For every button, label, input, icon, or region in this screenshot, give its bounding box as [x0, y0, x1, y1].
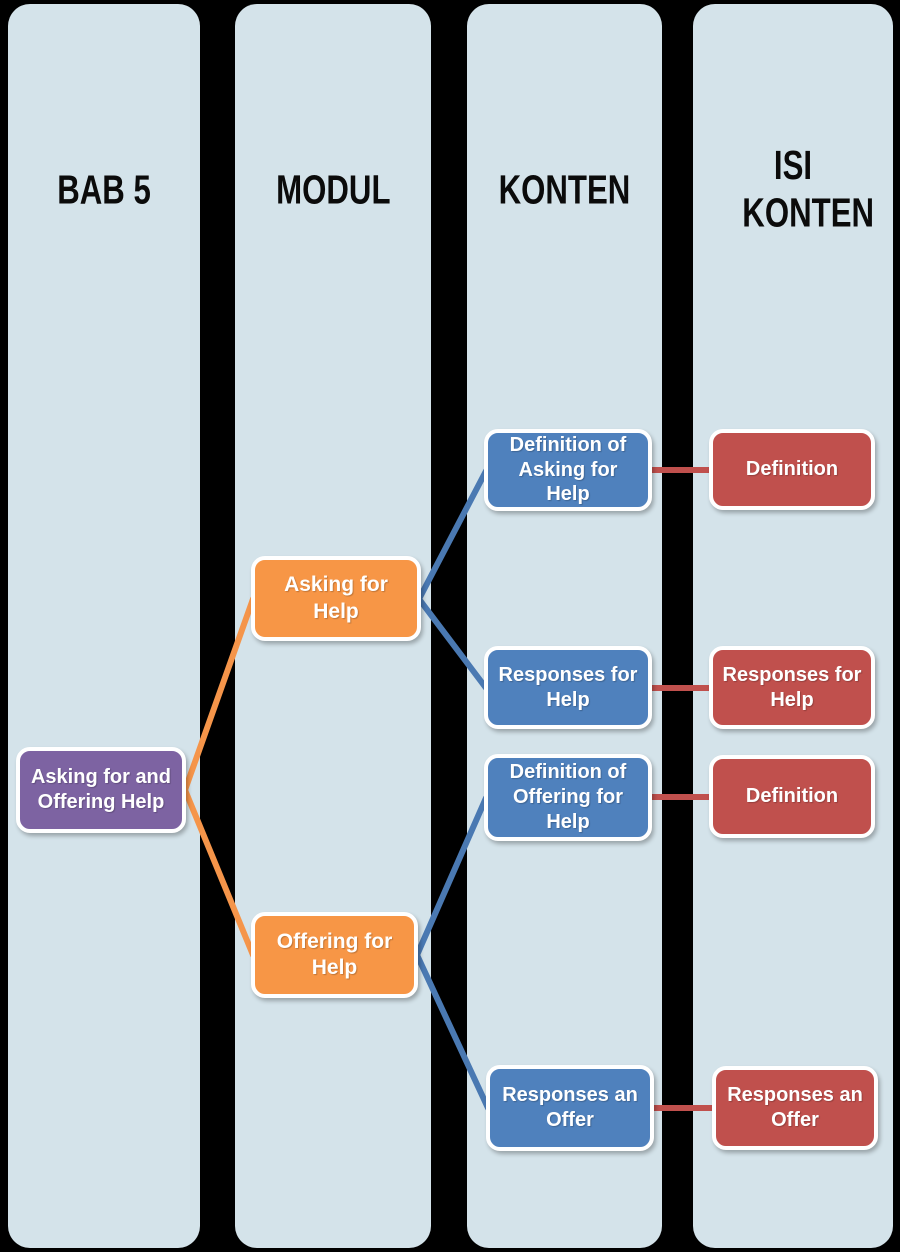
connector-asking-to-def-asking	[416, 468, 489, 602]
node-responses-for-help-konten-label: Responses for Help	[498, 663, 638, 711]
connector-offering-to-def-offering	[414, 795, 489, 958]
column-bab5	[8, 4, 200, 1248]
node-asking-and-offering-help-label: Asking for and Offering Help	[30, 766, 171, 813]
column-isi-konten	[693, 4, 893, 1248]
node-responses-an-offer-konten-label: Responses an Offer	[502, 1084, 638, 1131]
connector-asking-to-responses-help	[416, 596, 489, 691]
column-konten	[467, 4, 662, 1248]
node-offering-for-help: Offering for Help	[251, 912, 418, 998]
node-responses-for-help-isi-label: Responses for Help	[722, 663, 862, 711]
connector-offering-to-responses-offer	[414, 952, 491, 1111]
node-definition-offering-label: Definition	[745, 785, 839, 808]
node-asking-for-help-label: Asking for Help	[284, 573, 388, 623]
node-definition-asking-label: Definition	[745, 458, 839, 481]
node-responses-an-offer-isi-label: Responses an Offer	[727, 1084, 863, 1131]
node-offering-for-help-label: Offering for Help	[276, 929, 393, 979]
node-definition-of-asking-for-help-label: Definition of Asking for Help	[509, 433, 627, 506]
node-definition-of-offering-for-help: Definition of Offering for Help	[484, 754, 652, 841]
node-definition-of-asking-for-help: Definition of Asking for Help	[484, 429, 652, 511]
node-responses-for-help-isi: Responses for Help	[709, 646, 875, 729]
node-asking-for-help: Asking for Help	[251, 556, 421, 641]
node-definition-offering: Definition	[709, 755, 875, 838]
node-responses-an-offer-konten: Responses an Offer	[486, 1065, 654, 1151]
connector-chapter-to-offering	[182, 787, 256, 958]
node-responses-for-help-konten: Responses for Help	[484, 646, 652, 729]
node-responses-an-offer-isi: Responses an Offer	[712, 1066, 878, 1150]
node-asking-and-offering-help: Asking for and Offering Help	[16, 747, 186, 833]
connector-chapter-to-asking	[182, 596, 256, 793]
node-definition-of-offering-for-help-label: Definition of Offering for Help	[509, 761, 627, 833]
node-definition-asking: Definition	[709, 429, 875, 510]
